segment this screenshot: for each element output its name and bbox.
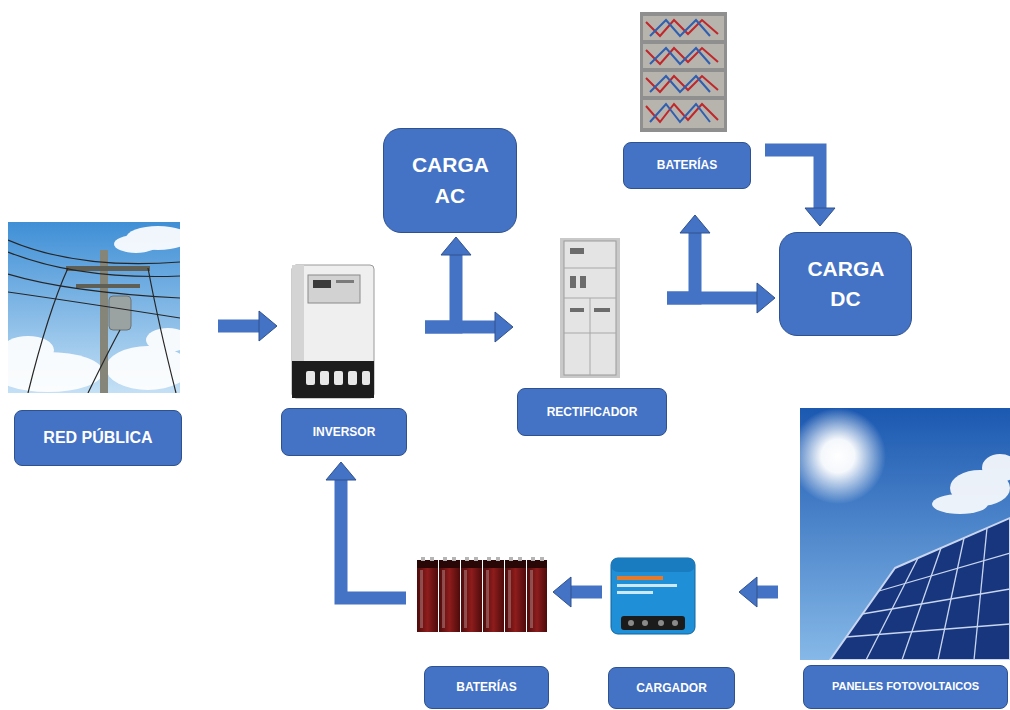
component-label: BATERÍAS — [657, 158, 717, 172]
inverter-photo — [288, 263, 378, 400]
load-box: CARGA DC — [779, 232, 912, 336]
component-label: RECTIFICADOR — [547, 405, 638, 419]
component-label: CARGA DC — [807, 254, 883, 315]
label-box: PANELES FOTOVOLTAICOS — [803, 665, 1008, 709]
component: BATERÍAS — [623, 12, 751, 189]
label-box: INVERSOR — [281, 408, 407, 456]
label-box: RED PÚBLICA — [14, 410, 182, 466]
rectifier-photo — [560, 238, 620, 378]
flow-arrow — [425, 237, 471, 327]
flow-arrow — [218, 311, 277, 341]
solar-panel-photo — [800, 408, 1010, 660]
component: RECTIFICADOR — [517, 238, 667, 436]
component: RED PÚBLICA — [8, 222, 182, 466]
flow-arrow — [667, 215, 710, 298]
flow-arrow — [553, 577, 602, 607]
component: PANELES FOTOVOLTAICOS — [800, 408, 1010, 709]
load-box: CARGA AC — [383, 128, 517, 233]
label-box: RECTIFICADOR — [517, 388, 667, 436]
flow-arrow — [326, 462, 406, 598]
component: CARGADOR — [608, 556, 735, 709]
label-box: CARGA DC — [779, 232, 912, 336]
battery-rack-photo — [640, 12, 727, 132]
flow-arrow — [667, 283, 775, 313]
power-grid-photo — [8, 222, 180, 393]
charge-controller-photo — [609, 556, 697, 636]
label-box: BATERÍAS — [623, 142, 751, 189]
battery-bank-photo — [416, 556, 548, 634]
label-box: BATERÍAS — [424, 666, 549, 709]
component-label: CARGA AC — [412, 150, 488, 211]
component-label: INVERSOR — [313, 425, 376, 439]
component-label: BATERÍAS — [456, 680, 516, 694]
component-label: PANELES FOTOVOLTAICOS — [832, 680, 979, 693]
component: INVERSOR — [281, 263, 407, 456]
component: BATERÍAS — [416, 556, 549, 709]
label-box: CARGA AC — [383, 128, 517, 233]
component-label: RED PÚBLICA — [43, 428, 152, 447]
flow-arrow — [739, 577, 778, 607]
label-box: CARGADOR — [608, 667, 735, 709]
component-label: CARGADOR — [636, 681, 707, 695]
flow-arrow — [765, 150, 835, 226]
flow-arrow — [425, 312, 513, 342]
